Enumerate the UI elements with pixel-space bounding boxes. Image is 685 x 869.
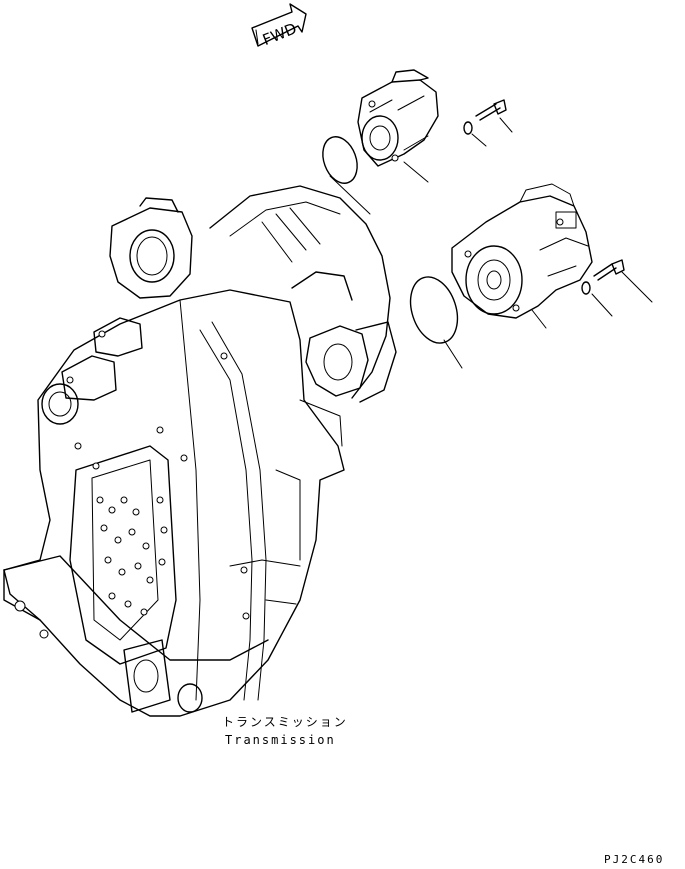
caption-japanese: トランスミッション — [222, 715, 348, 729]
piston-pump — [451, 183, 593, 319]
o-ring-lower — [409, 276, 459, 344]
leader-lines — [329, 117, 653, 369]
bolt-lower — [581, 259, 625, 295]
gear-pump — [357, 69, 439, 167]
transmission-housing — [3, 185, 397, 717]
fwd-arrow: FWD — [251, 3, 307, 49]
caption-english: Transmission — [225, 733, 336, 747]
bolt-upper — [463, 99, 507, 135]
drawing-code: PJ2C460 — [604, 853, 665, 866]
fwd-label: FWD — [260, 19, 299, 49]
o-ring-upper — [322, 136, 358, 184]
